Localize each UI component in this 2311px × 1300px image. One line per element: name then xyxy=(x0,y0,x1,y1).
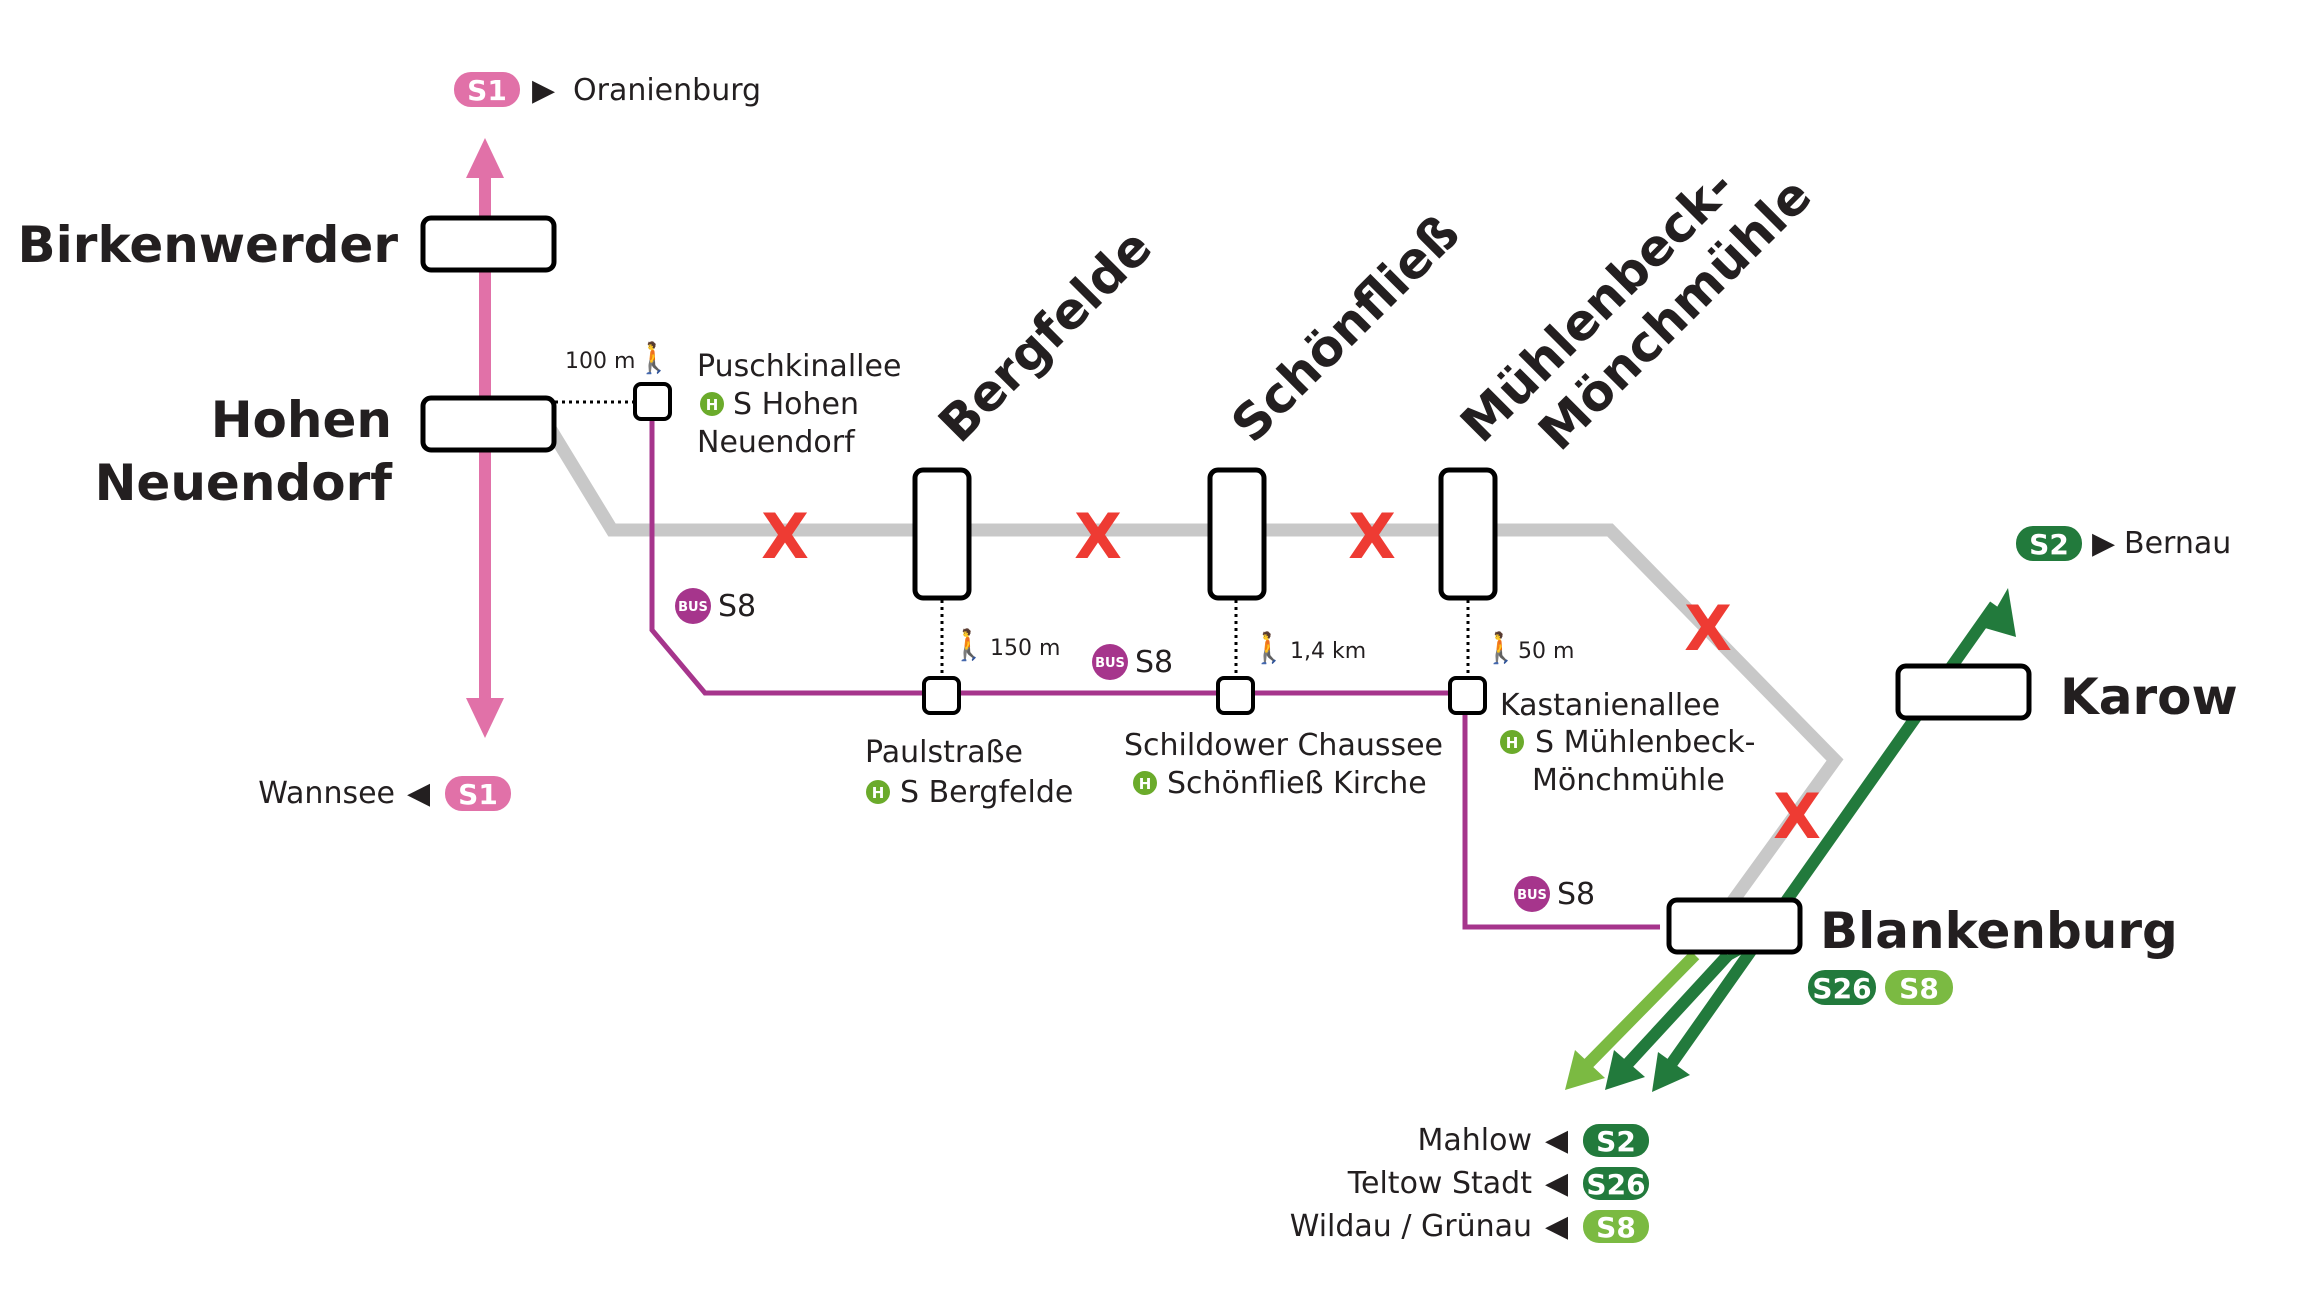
closure-mark: X xyxy=(1074,500,1122,573)
s8-badge-blankenburg xyxy=(1885,970,1953,1005)
arrow-left-icon: ◀ xyxy=(1545,1166,1568,1201)
destination-teltow: Teltow Stadt xyxy=(1347,1166,1532,1201)
s2-badge-bernau-label: S2 xyxy=(2029,528,2069,561)
station-karow[interactable] xyxy=(1895,663,2032,721)
walk-icon: 🚶 xyxy=(1250,630,1287,666)
bus-icon xyxy=(1514,876,1550,912)
closure-mark: X xyxy=(761,500,809,573)
halt-icon xyxy=(866,780,890,804)
halt-icon-label: H xyxy=(706,396,719,414)
destination-wannsee: Wannsee xyxy=(258,776,395,811)
walk-distance-bergfelde: 150 m xyxy=(990,636,1060,661)
busstop-label-paul-2: S Bergfelde xyxy=(900,775,1073,810)
station-name-hohen-line1: Hohen xyxy=(211,391,392,449)
busstop-puschkinallee[interactable] xyxy=(633,382,672,421)
walk-distance-hohen: 100 m xyxy=(565,349,635,374)
halt-icon-label: H xyxy=(1506,734,1519,752)
arrow-left-icon: ◀ xyxy=(1545,1209,1568,1244)
arrow-left-icon: ◀ xyxy=(1545,1123,1568,1158)
walk-icon: 🚶 xyxy=(1482,630,1519,666)
station-blankenburg[interactable] xyxy=(1666,897,1803,955)
bus-line-label: S8 xyxy=(718,589,756,624)
s8-badge-wildau-label: S8 xyxy=(1596,1211,1636,1244)
destination-wildau: Wildau / Grünau xyxy=(1290,1209,1532,1244)
destination-oranienburg: Oranienburg xyxy=(573,73,761,108)
station-name-blankenburg: Blankenburg xyxy=(1820,902,2178,960)
busstop-label-schild-2: Schönfließ Kirche xyxy=(1167,766,1427,801)
destination-mahlow: Mahlow xyxy=(1417,1123,1532,1158)
station-hohen-neuendorf[interactable] xyxy=(420,395,557,453)
arrow-right-icon: ▶ xyxy=(2092,526,2115,561)
busstop-label-schild-1: Schildower Chaussee xyxy=(1124,728,1443,763)
station-name-schoenfliess: Schönfließ xyxy=(1220,204,1470,454)
bus-line-label: S8 xyxy=(1135,645,1173,680)
busstop-kastanienallee[interactable] xyxy=(1448,676,1487,715)
s26-badge-blankenburg xyxy=(1808,970,1876,1005)
bus-icon xyxy=(1092,644,1128,680)
busstop-label-puschkin-1: Puschkinallee xyxy=(697,349,901,384)
s2-arrow-up xyxy=(1985,588,2016,637)
busstop-label-puschkin-2: S Hohen xyxy=(733,387,859,422)
s26-line xyxy=(1617,950,1733,1075)
station-birkenwerder[interactable] xyxy=(420,215,557,273)
busstop-label-paul-1: Paulstraße xyxy=(865,735,1023,770)
s8-arrow xyxy=(1565,1050,1605,1090)
walk-distance-muehlenbeck: 50 m xyxy=(1518,639,1574,664)
halt-icon xyxy=(700,392,724,416)
walk-distance-schoenfliess: 1,4 km xyxy=(1290,639,1366,664)
s2-arrow-down xyxy=(1652,1052,1690,1092)
busstop-label-kast-1: Kastanienallee xyxy=(1500,688,1720,723)
busstop-label-kast-3: Mönchmühle xyxy=(1532,763,1725,798)
station-name-hohen-line2: Neuendorf xyxy=(95,454,394,512)
station-name-karow: Karow xyxy=(2060,668,2238,726)
s26-arrow xyxy=(1605,1050,1645,1090)
s26-badge-teltow xyxy=(1583,1167,1649,1200)
s8-badge-blankenburg-label: S8 xyxy=(1899,972,1939,1005)
s1-arrow-up xyxy=(466,138,504,178)
arrow-right-icon: ▶ xyxy=(532,73,555,108)
station-name-birkenwerder: Birkenwerder xyxy=(18,216,399,274)
s26-badge-blankenburg-label: S26 xyxy=(1812,972,1871,1005)
walk-icon: 🚶 xyxy=(950,627,987,663)
busstop-label-puschkin-3: Neuendorf xyxy=(697,425,856,460)
closed-line xyxy=(539,416,1844,909)
bus-icon-label: BUS xyxy=(1517,888,1547,903)
station-muehlenbeck[interactable] xyxy=(1438,467,1498,601)
bus-icon xyxy=(675,588,711,624)
bus-line-hohen-blankenburg xyxy=(649,402,1660,930)
halt-icon-label: H xyxy=(872,784,885,802)
busstop-schildower-chaussee[interactable] xyxy=(1216,676,1255,715)
destination-bernau: Bernau xyxy=(2124,526,2231,561)
busstop-label-kast-2: S Mühlenbeck- xyxy=(1535,725,1756,760)
s8-badge-wildau xyxy=(1583,1210,1649,1243)
halt-icon-label: H xyxy=(1139,775,1152,793)
arrow-left-icon: ◀ xyxy=(407,776,430,811)
s2-badge-mahlow-label: S2 xyxy=(1596,1125,1636,1158)
s26-badge-teltow-label: S26 xyxy=(1586,1168,1645,1201)
station-name-bergfelde: Bergfelde xyxy=(927,218,1162,453)
s2-badge-bernau xyxy=(2016,526,2082,561)
s1-badge-bottom xyxy=(445,776,511,811)
station-schoenfliess[interactable] xyxy=(1207,467,1267,601)
s1-badge-top xyxy=(454,72,520,107)
closure-mark: X xyxy=(1684,592,1732,665)
s1-badge-bottom-label: S1 xyxy=(458,778,498,811)
bus-line-label: S8 xyxy=(1557,877,1595,912)
halt-icon xyxy=(1500,730,1524,754)
closure-mark: X xyxy=(1348,500,1396,573)
s8-line xyxy=(1577,950,1700,1075)
s1-badge-top-label: S1 xyxy=(467,74,507,107)
station-bergfelde[interactable] xyxy=(912,467,972,601)
walk-icon: 🚶 xyxy=(635,340,672,376)
bus-icon-label: BUS xyxy=(678,600,708,615)
s1-arrow-down xyxy=(466,698,504,738)
busstop-paulstrasse[interactable] xyxy=(922,676,961,715)
halt-icon xyxy=(1133,771,1157,795)
s2-badge-mahlow xyxy=(1583,1124,1649,1157)
closure-mark: X xyxy=(1773,780,1821,853)
bus-icon-label: BUS xyxy=(1095,656,1125,671)
